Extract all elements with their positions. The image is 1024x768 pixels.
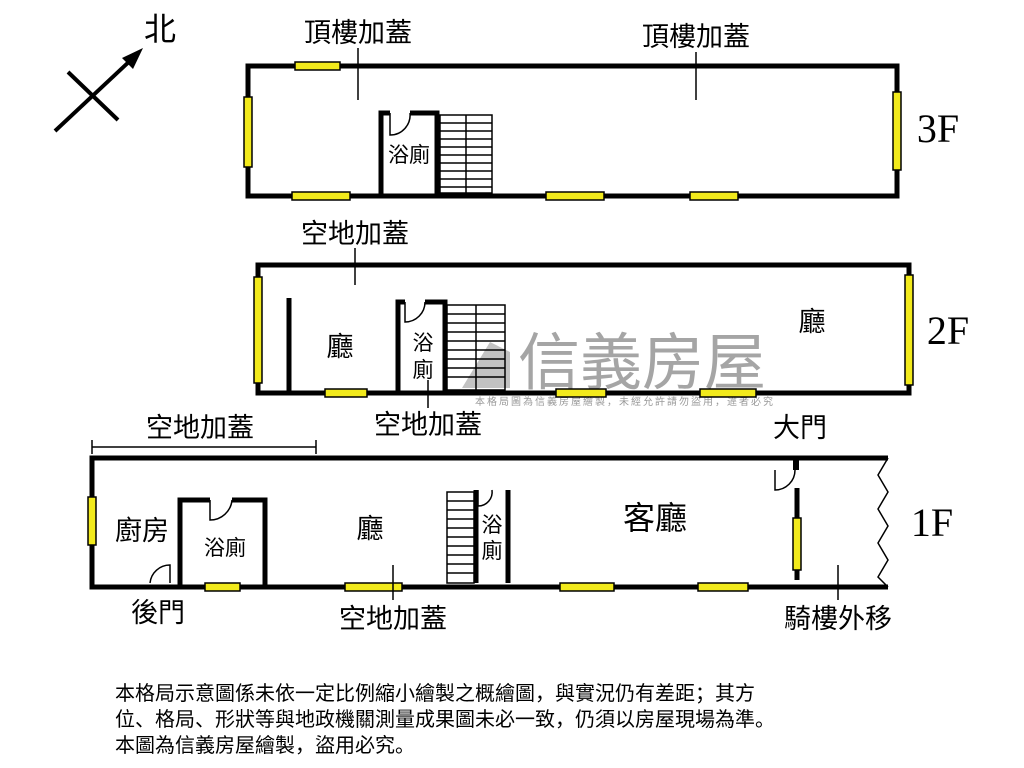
window: [555, 388, 607, 398]
rooftop-label: 頂樓加蓋: [304, 18, 412, 49]
hall-label: 廳: [357, 514, 384, 545]
staircase: [446, 304, 506, 391]
arcade-label: 騎樓外移: [784, 604, 892, 635]
window: [344, 582, 403, 592]
window: [243, 96, 253, 168]
watermark-logo-icon: [462, 342, 510, 388]
window: [87, 496, 97, 546]
floor-3f-plan: 頂樓加蓋 頂樓加蓋 浴廁 3F: [243, 18, 959, 201]
north-arrow-icon: [53, 48, 143, 133]
window: [324, 388, 368, 398]
disclaimer-line: 本圖為信義房屋繪製，盜用必究。: [115, 733, 415, 757]
main-door-label: 大門: [773, 413, 827, 444]
disclaimer: 本格局示意圖係未依一定比例縮小繪製之概繪圖，與實況仍有差距；其方 位、格局、形狀…: [115, 680, 775, 758]
extension-label: 空地加蓋: [301, 219, 409, 250]
window: [253, 276, 263, 384]
watermark: 信義房屋 本格局圖為信義房屋繪製，未經允許請勿盜用，違者必究: [462, 326, 775, 408]
floor-1f-plan: 空地加蓋 空地加蓋 空地加蓋 廚房 浴廁 廳 浴 廁 客廳 大門 後門 騎樓外移…: [87, 410, 953, 635]
hall-label: 廳: [327, 332, 354, 363]
floor-label-2f: 2F: [927, 308, 969, 353]
window: [545, 191, 605, 201]
watermark-brand: 信義房屋: [518, 326, 766, 399]
north-label: 北: [144, 10, 176, 48]
back-door-label: 後門: [131, 598, 185, 629]
window: [699, 388, 757, 398]
window: [892, 91, 902, 171]
window: [559, 582, 615, 592]
extension-label: 空地加蓋: [374, 410, 482, 441]
living-room-label: 客廳: [623, 499, 687, 537]
bathroom-label: 浴廁: [388, 143, 430, 167]
extension-label: 空地加蓋: [339, 604, 447, 635]
window: [204, 582, 241, 592]
window: [792, 517, 802, 571]
kitchen-label: 廚房: [115, 516, 169, 547]
bathroom-label-top: 浴: [413, 331, 434, 355]
watermark-notice: 本格局圖為信義房屋繪製，未經允許請勿盜用，違者必究: [475, 395, 775, 408]
staircase: [446, 491, 475, 584]
window: [291, 191, 351, 201]
dimension-line: [91, 440, 317, 454]
window: [294, 61, 341, 71]
window: [697, 582, 749, 592]
floor-label-3f: 3F: [917, 106, 959, 151]
hall-label: 廳: [799, 307, 826, 338]
bathroom-label-bottom: 廁: [482, 539, 503, 563]
disclaimer-line: 位、格局、形狀等與地政機關測量成果圖未必一致，仍須以房屋現場為準。: [115, 707, 775, 731]
floor-2f-plan: 空地加蓋 廳 廳 浴 廁 2F: [253, 219, 969, 408]
bathroom-label: 浴廁: [204, 536, 246, 560]
bathroom-label-bottom: 廁: [413, 358, 434, 382]
extension-label: 空地加蓋: [146, 413, 254, 444]
bathroom-label-top: 浴: [482, 513, 503, 537]
floor-label-1f: 1F: [911, 500, 953, 545]
window: [689, 191, 739, 201]
disclaimer-line: 本格局示意圖係未依一定比例縮小繪製之概繪圖，與實況仍有差距；其方: [115, 681, 755, 705]
rooftop-label: 頂樓加蓋: [642, 22, 750, 53]
staircase: [439, 114, 493, 194]
window: [904, 274, 914, 386]
